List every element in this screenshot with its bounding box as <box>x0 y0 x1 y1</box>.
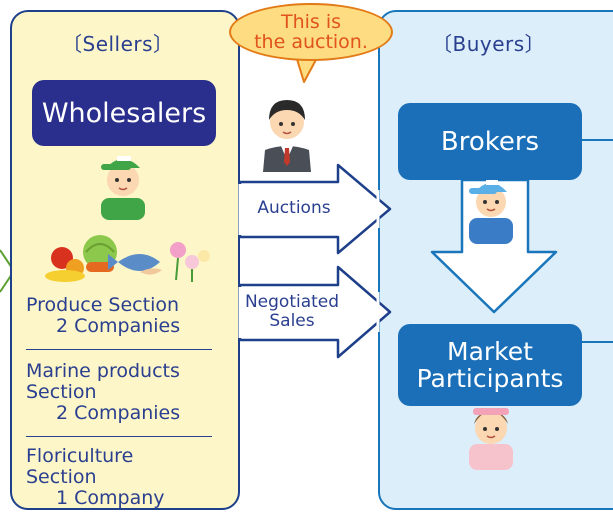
negotiated-sales-label: Negotiated Sales <box>244 292 340 331</box>
produce-section-title: Produce Section <box>26 294 180 316</box>
brokers-box: Brokers <box>398 103 582 180</box>
floriculture-section-title-2: Section <box>26 466 97 488</box>
marine-section-title: Marine products <box>26 360 180 382</box>
market-participants-box: Market Participants <box>398 324 582 406</box>
auction-speech-text: This is the auction. <box>254 11 368 53</box>
auctions-label: Auctions <box>257 198 331 218</box>
negotiated-arrow <box>238 265 392 359</box>
floriculture-section-count: 1 Company <box>56 487 165 509</box>
produce-section: Produce Section 2 Companies <box>26 295 180 337</box>
sellers-header: 〔Sellers〕 <box>62 32 174 56</box>
section-divider <box>26 436 212 437</box>
marine-section-count: 2 Companies <box>56 402 181 424</box>
section-divider <box>26 349 212 350</box>
buyers-header: 〔Buyers〕 <box>432 32 546 56</box>
auctions-arrow <box>238 163 392 255</box>
marine-section-title-2: Section <box>26 381 97 403</box>
marine-section: Marine products Section 2 Companies <box>26 361 180 424</box>
wholesalers-box: Wholesalers <box>32 80 216 146</box>
produce-section-count: 2 Companies <box>56 315 181 337</box>
auction-speech-bubble: This is the auction. <box>229 3 393 61</box>
floriculture-section: Floriculture Section 1 Company <box>26 446 165 509</box>
floriculture-section-title: Floriculture <box>26 445 134 467</box>
